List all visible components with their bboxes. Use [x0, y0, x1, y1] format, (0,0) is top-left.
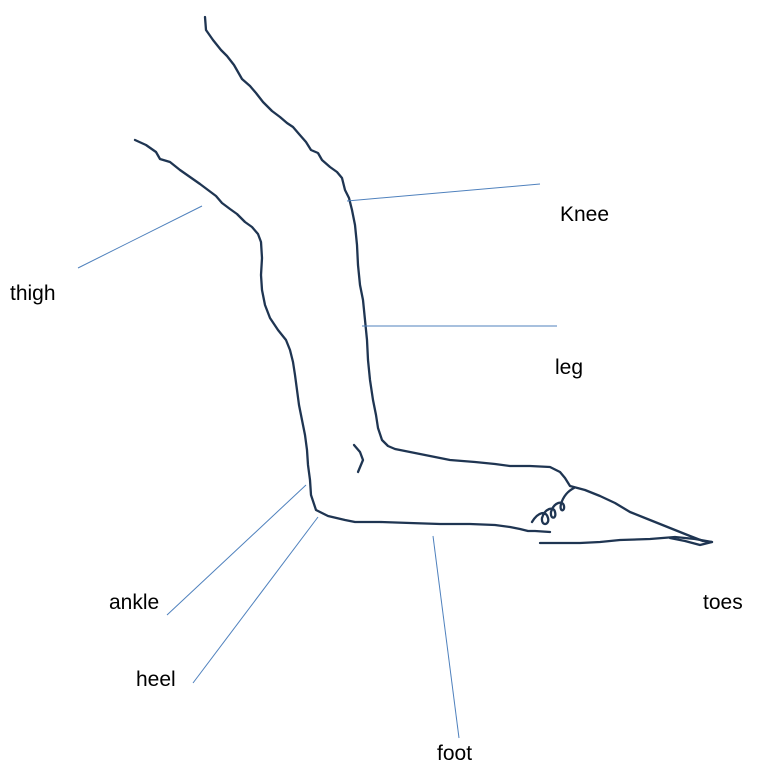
label-toes: toes: [703, 591, 743, 614]
ankle-leader-line: [166, 484, 307, 616]
foot-leader-line: [432, 535, 460, 739]
label-thigh: thigh: [10, 282, 56, 305]
knee-leader-line: [346, 183, 541, 202]
label-foot: foot: [437, 742, 473, 765]
label-heel: heel: [136, 668, 176, 691]
leg-back-outline: [133, 138, 552, 534]
toe-sole-outline: [538, 535, 714, 545]
label-leg: leg: [555, 356, 584, 379]
toe-curl: [530, 486, 576, 526]
leg-front-outline: [203, 15, 714, 547]
label-knee: Knee: [560, 203, 610, 226]
label-ankle: ankle: [109, 591, 160, 614]
ankle-bone-curve: [352, 443, 365, 474]
heel-leader-line: [192, 516, 319, 684]
thigh-leader-line: [77, 205, 203, 269]
